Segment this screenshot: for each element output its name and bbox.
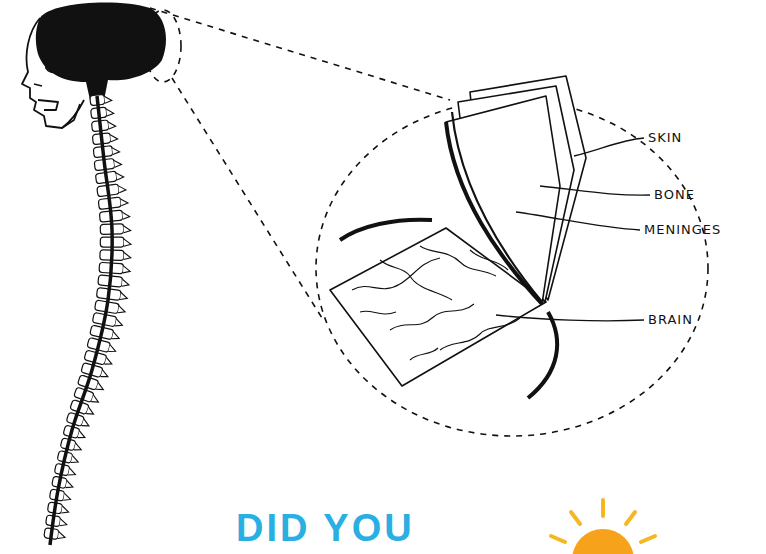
vertebra [60,438,83,453]
vertebra [98,196,128,209]
vertebra [57,450,80,465]
vertebra [100,237,131,247]
layer-sheets [330,76,586,398]
vertebra [44,528,66,541]
spine [44,93,131,545]
vertebra [98,275,130,288]
vertebra [95,300,127,315]
vertebra [49,489,71,502]
sun-icon [551,500,655,554]
vertebra [97,183,127,197]
vertebra [54,463,77,477]
part-label: BONE [654,187,695,203]
leader-lines [496,138,650,321]
vertebra [63,425,87,440]
vertebra [96,288,128,302]
vertebra [47,502,69,515]
vertebra [95,170,124,184]
part-label: SKIN [648,130,682,146]
vertebra [91,106,114,118]
spinal-cord [50,96,112,545]
vertebra [46,515,68,528]
banner-text: DID YOU [236,506,415,550]
vertebra [99,210,130,222]
part-label: MENINGES [644,222,721,238]
vertebra [93,145,120,158]
vertebra [94,158,122,171]
vertebra [100,224,131,235]
part-label: BRAIN [648,312,693,328]
vertebra [92,132,118,145]
vertebra [52,476,75,490]
zoom-lines [145,8,708,436]
spine-curve [50,96,112,545]
vertebra [100,250,131,261]
vertebra [99,262,131,274]
vertebra [91,119,116,132]
vertebra [90,93,112,105]
brain-silhouette [36,3,166,100]
